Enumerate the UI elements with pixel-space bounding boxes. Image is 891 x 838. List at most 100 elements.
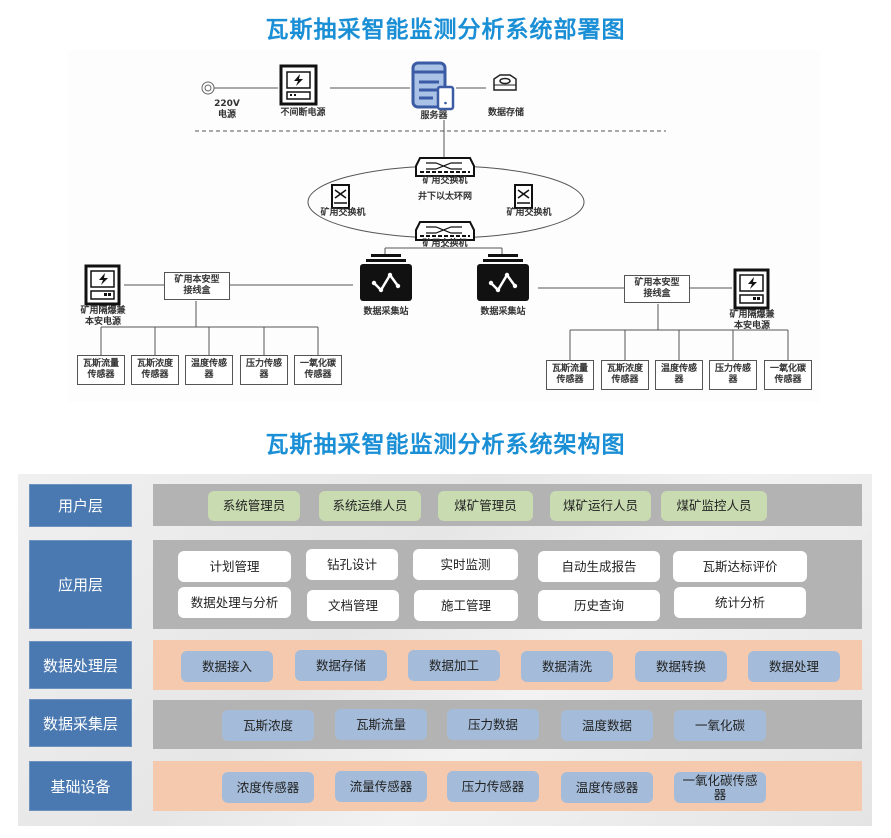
power-left-line2: 本安电源	[84, 317, 121, 327]
processing-chip: 数据转换	[635, 651, 727, 682]
layer-label-data-processing: 数据处理层	[29, 641, 132, 689]
processing-chip: 数据接入	[181, 651, 273, 682]
layer-label-application: 应用层	[29, 540, 132, 629]
architecture-diagram: 用户层 系统管理员 系统运维人员 煤矿管理员 煤矿运行人员 煤矿监控人员 应用层…	[18, 474, 872, 826]
device-chip: 一氧化碳传感器	[674, 772, 766, 803]
processing-chip: 数据存储	[295, 650, 387, 681]
collection-chip: 温度数据	[561, 710, 653, 741]
server-icon	[411, 61, 455, 111]
sensor-line1: 温度传感	[190, 359, 227, 369]
app-module-chip: 历史查询	[538, 590, 660, 621]
layer-label-infrastructure: 基础设备	[29, 761, 132, 811]
user-role-chip: 煤矿监控人员	[661, 491, 767, 521]
layer-band-infrastructure: 浓度传感器 流量传感器 压力传感器 温度传感器 一氧化碳传感器	[153, 761, 862, 811]
sensor-box: 瓦斯流量传感器	[77, 355, 125, 385]
sensor-line2: 器	[259, 370, 269, 380]
layer-band-application: 计划管理 钻孔设计 实时监测 自动生成报告 瓦斯达标评价 数据处理与分析 文档管…	[153, 540, 862, 629]
sensor-box: 一氧化碳传感器	[294, 355, 342, 385]
device-chip: 压力传感器	[447, 771, 539, 802]
sensor-box: 瓦斯浓度传感器	[601, 360, 649, 390]
power-220v-label: 220V 电源	[214, 99, 240, 121]
sensor-line1: 压力传感	[245, 359, 282, 369]
sensor-line2: 器	[204, 370, 214, 380]
app-module-chip: 瓦斯达标评价	[673, 551, 807, 582]
deployment-diagram-title: 瓦斯抽采智能监测分析系统部署图	[265, 17, 626, 43]
data-station-right-label: 数据采集站	[480, 307, 526, 317]
sensor-line1: 瓦斯流量	[551, 364, 588, 374]
sensor-box: 瓦斯流量传感器	[546, 360, 594, 390]
switch-right-icon	[514, 184, 533, 209]
sensor-line2: 传感器	[774, 375, 802, 385]
data-station-left-label: 数据采集站	[363, 307, 409, 317]
switch-right-label: 矿用交换机	[506, 208, 552, 218]
power-right-line2: 本安电源	[733, 321, 770, 331]
layer-band-data-processing: 数据接入 数据存储 数据加工 数据清洗 数据转换 数据处理	[153, 640, 862, 690]
app-module-chip: 统计分析	[674, 587, 806, 618]
collection-chip: 压力数据	[447, 709, 539, 740]
power-voltage: 220V	[214, 99, 240, 109]
user-role-chip: 煤矿管理员	[438, 491, 533, 521]
layer-band-user: 系统管理员 系统运维人员 煤矿管理员 煤矿运行人员 煤矿监控人员	[153, 484, 862, 526]
sensor-line1: 温度传感	[660, 364, 697, 374]
sensor-line2: 器	[728, 375, 738, 385]
architecture-diagram-title: 瓦斯抽采智能监测分析系统架构图	[265, 432, 626, 458]
junction-left-line2: 接线盒	[183, 286, 211, 296]
sensor-line1: 瓦斯浓度	[606, 364, 643, 374]
junction-left-line1: 矿用本安型	[174, 275, 220, 285]
app-module-chip: 钻孔设计	[306, 549, 398, 580]
user-role-chip: 系统管理员	[208, 491, 300, 521]
app-module-chip: 数据处理与分析	[178, 587, 291, 618]
user-role-chip: 系统运维人员	[319, 491, 421, 521]
app-module-chip: 实时监测	[413, 549, 518, 580]
sensor-box: 温度传感器	[185, 355, 233, 385]
processing-chip: 数据加工	[408, 650, 500, 681]
layer-label-user: 用户层	[29, 484, 132, 527]
storage-label: 数据存储	[487, 108, 524, 118]
ring-network-label: 井下以太环网	[417, 192, 472, 202]
data-station-left-icon	[360, 254, 412, 301]
explosion-proof-power-left-label: 矿用隔爆兼 本安电源	[72, 306, 134, 328]
device-chip: 流量传感器	[335, 771, 427, 802]
sensor-line1: 一氧化碳	[299, 359, 336, 369]
junction-box-left: 矿用本安型接线盒	[164, 272, 230, 300]
app-module-chip: 文档管理	[307, 590, 399, 621]
collection-chip: 瓦斯浓度	[222, 710, 314, 741]
sensor-line2: 传感器	[611, 375, 639, 385]
app-module-chip: 计划管理	[178, 551, 291, 582]
layer-band-data-collection: 瓦斯浓度 瓦斯流量 压力数据 温度数据 一氧化碳	[153, 700, 862, 749]
sensor-line2: 传感器	[556, 375, 584, 385]
sensor-line2: 传感器	[141, 370, 169, 380]
junction-box-right: 矿用本安型接线盒	[624, 275, 690, 303]
junction-right-line2: 接线盒	[643, 289, 671, 299]
layer-label-data-collection: 数据采集层	[29, 699, 132, 747]
processing-chip: 数据清洗	[521, 651, 613, 682]
device-chip: 浓度传感器	[222, 772, 314, 803]
ups-power-icon	[279, 64, 318, 106]
switch-left-icon	[331, 184, 350, 209]
sensor-box: 瓦斯浓度传感器	[131, 355, 179, 385]
sensor-box: 一氧化碳传感器	[764, 360, 812, 390]
processing-chip: 数据处理	[748, 651, 840, 682]
collection-chip: 瓦斯流量	[335, 709, 427, 740]
switch-top-icon	[415, 157, 475, 177]
app-module-chip: 施工管理	[414, 590, 518, 621]
storage-icon	[493, 74, 517, 91]
ups-label: 不间断电源	[280, 108, 326, 118]
deployment-diagram: 220V 电源 不间断电源 服务器 数据存储 矿用交换机 井下以太环网 矿用交换…	[68, 50, 820, 402]
collection-chip: 一氧化碳	[674, 710, 766, 741]
switch-bottom-icon	[415, 221, 475, 241]
explosion-proof-power-right-label: 矿用隔爆兼 本安电源	[721, 310, 783, 332]
sensor-line1: 瓦斯浓度	[136, 359, 173, 369]
switch-left-label: 矿用交换机	[320, 208, 366, 218]
app-module-chip: 自动生成报告	[538, 551, 660, 582]
power-right-line1: 矿用隔爆兼	[729, 310, 775, 320]
sensor-line1: 压力传感	[714, 364, 751, 374]
sensor-line1: 瓦斯流量	[82, 359, 119, 369]
sensor-line2: 传感器	[304, 370, 332, 380]
switch-top-label: 矿用交换机	[422, 176, 468, 186]
sensor-line1: 一氧化碳	[769, 364, 806, 374]
data-station-right-icon	[477, 254, 529, 301]
sensor-box: 温度传感器	[655, 360, 703, 390]
sensor-box: 压力传感器	[709, 360, 757, 390]
power-source-text: 电源	[217, 110, 236, 120]
